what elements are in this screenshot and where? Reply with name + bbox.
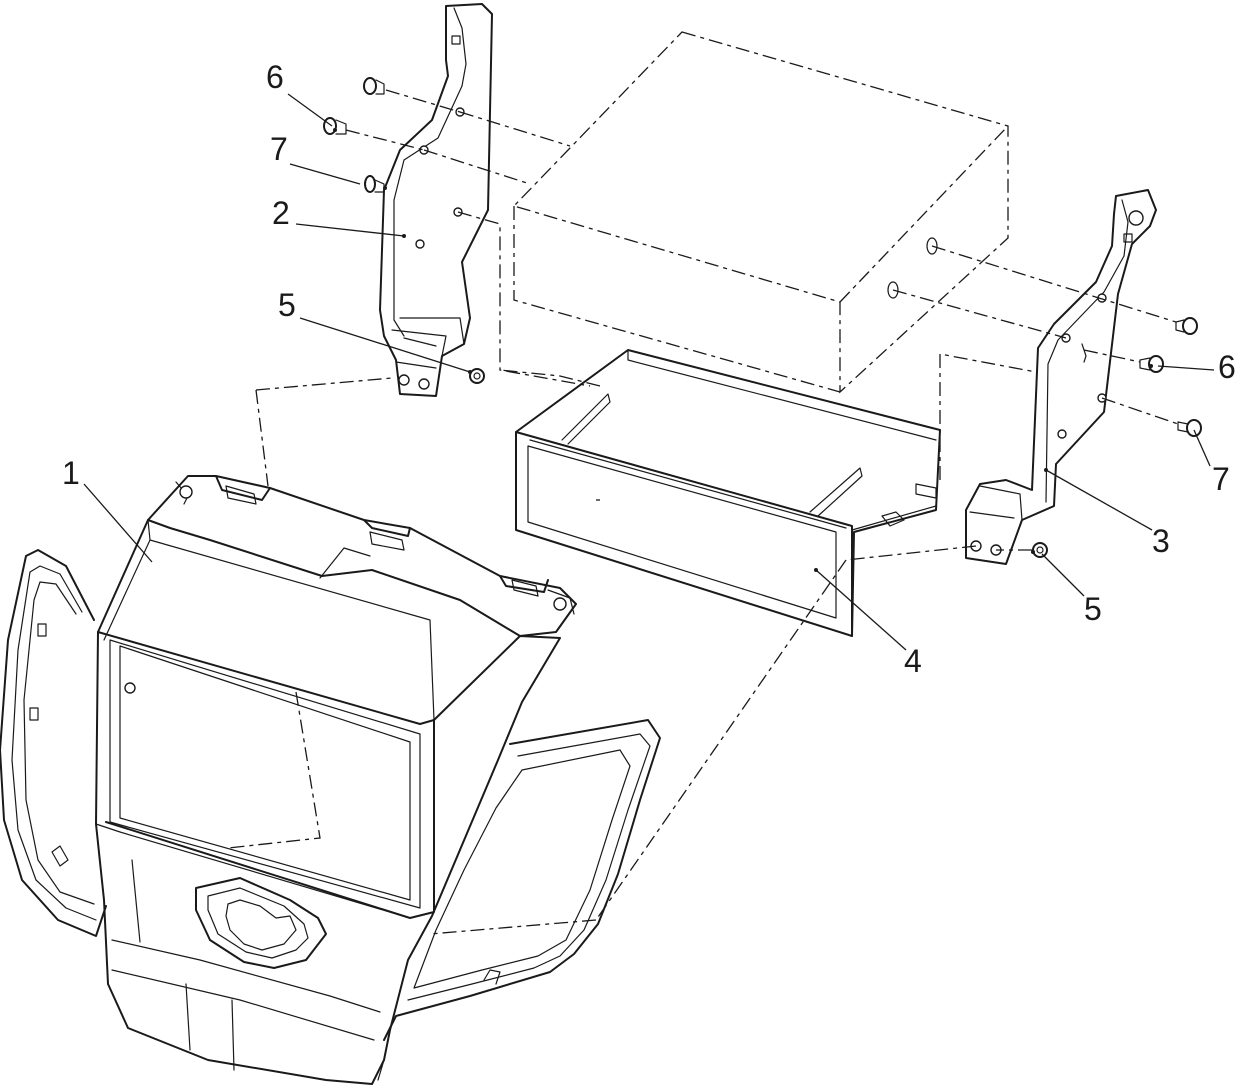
- callout-3: 3: [1152, 523, 1170, 559]
- mounting-pocket-cage: [515, 349, 941, 637]
- screw-5-left: [468, 368, 485, 384]
- screw-7-left: [364, 175, 387, 193]
- callout-6-right: 6: [1218, 349, 1236, 385]
- callout-7-left: 7: [270, 131, 288, 167]
- callout-4: 4: [904, 643, 922, 679]
- callout-5-left: 5: [278, 287, 296, 323]
- callout-7-right: 7: [1212, 461, 1230, 497]
- callout-2: 2: [272, 195, 290, 231]
- callout-1: 1: [62, 455, 80, 491]
- screw-7-right: [1177, 419, 1202, 437]
- screw-6-left: [363, 77, 461, 113]
- center-console-trim-bezel: [0, 475, 661, 1085]
- callout-5-right: 5: [1084, 591, 1102, 627]
- screw-right-top: [1175, 317, 1198, 335]
- radio-unit-outline: [512, 31, 1009, 394]
- screw-6-left-b: [323, 117, 425, 151]
- callout-6-left: 6: [266, 59, 284, 95]
- left-mounting-bracket: [379, 3, 493, 397]
- screw-5-right: [1031, 542, 1048, 558]
- callout-labels: 6 7 2 5 1 6 7 3 5 4: [62, 59, 1236, 679]
- right-mounting-bracket: [965, 189, 1157, 565]
- callout-leaders: [83, 93, 1215, 651]
- screw-6-right: [1139, 355, 1164, 373]
